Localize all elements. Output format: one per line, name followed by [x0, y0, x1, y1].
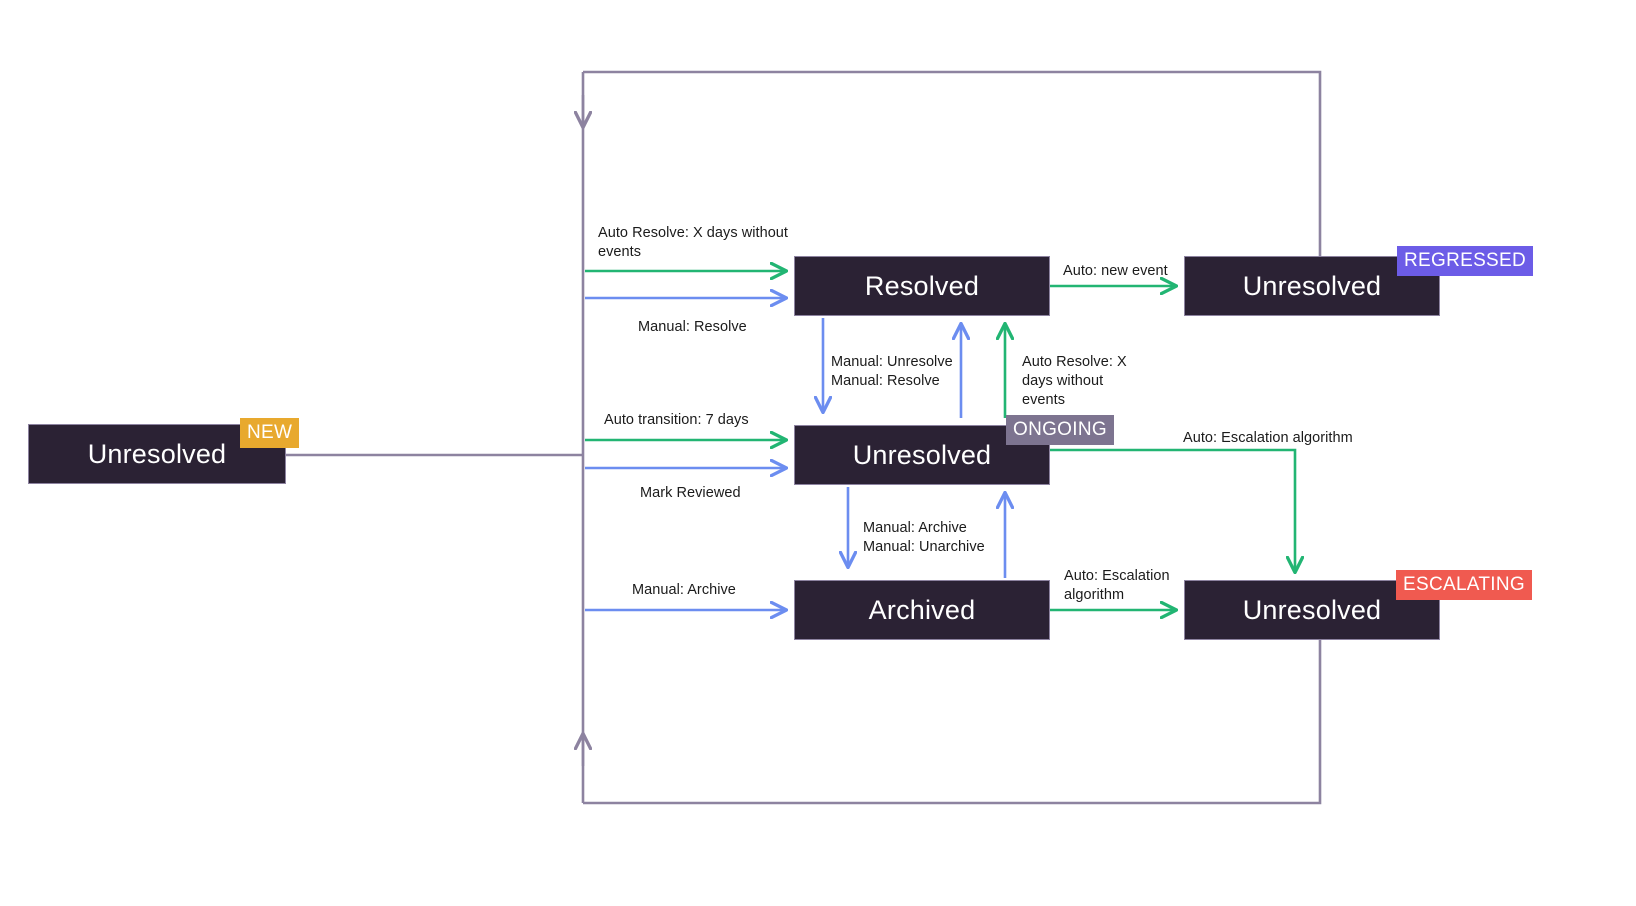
status-badge-escalating: ESCALATING [1396, 570, 1532, 600]
node-label: Resolved [864, 270, 980, 301]
edge-loop-bottom [583, 640, 1322, 805]
edge-label-mark-reviewed: Mark Reviewed [640, 485, 741, 501]
node-label: Unresolved [87, 438, 227, 469]
node-unresolved-regressed[interactable]: Unresolved [1184, 256, 1440, 316]
edge-label-manual-archive-unarchive: Manual: Archive Manual: Unarchive [863, 520, 985, 556]
node-label: Archived [868, 594, 976, 625]
edge-label-auto-resolve-mid: Auto Resolve: X days without events [1022, 354, 1127, 409]
edge-label-manual-unresolve-resolve: Manual: Unresolve Manual: Resolve [831, 354, 953, 390]
edge-label-auto-escalation-bottom: Auto: Escalation algorithm [1064, 568, 1170, 604]
node-label: Unresolved [1242, 594, 1382, 625]
edge-label-auto-escalation-top: Auto: Escalation algorithm [1183, 430, 1353, 446]
node-label: Unresolved [852, 439, 992, 470]
node-resolved[interactable]: Resolved [794, 256, 1050, 316]
node-archived[interactable]: Archived [794, 580, 1050, 640]
status-badge-new: NEW [240, 418, 300, 448]
node-label: Unresolved [1242, 270, 1382, 301]
edge-label-auto-new-event: Auto: new event [1063, 263, 1168, 279]
status-badge-regressed: REGRESSED [1397, 246, 1534, 276]
edge-label-manual-archive: Manual: Archive [632, 582, 736, 598]
edge-auto-ongoing-to-escalating [1050, 448, 1295, 571]
edge-label-manual-resolve: Manual: Resolve [638, 319, 747, 335]
edge-label-auto-resolve-top: Auto Resolve: X days without events [598, 225, 788, 261]
edge-label-auto-transition: Auto transition: 7 days [604, 412, 749, 428]
status-badge-ongoing: ONGOING [1006, 415, 1114, 445]
